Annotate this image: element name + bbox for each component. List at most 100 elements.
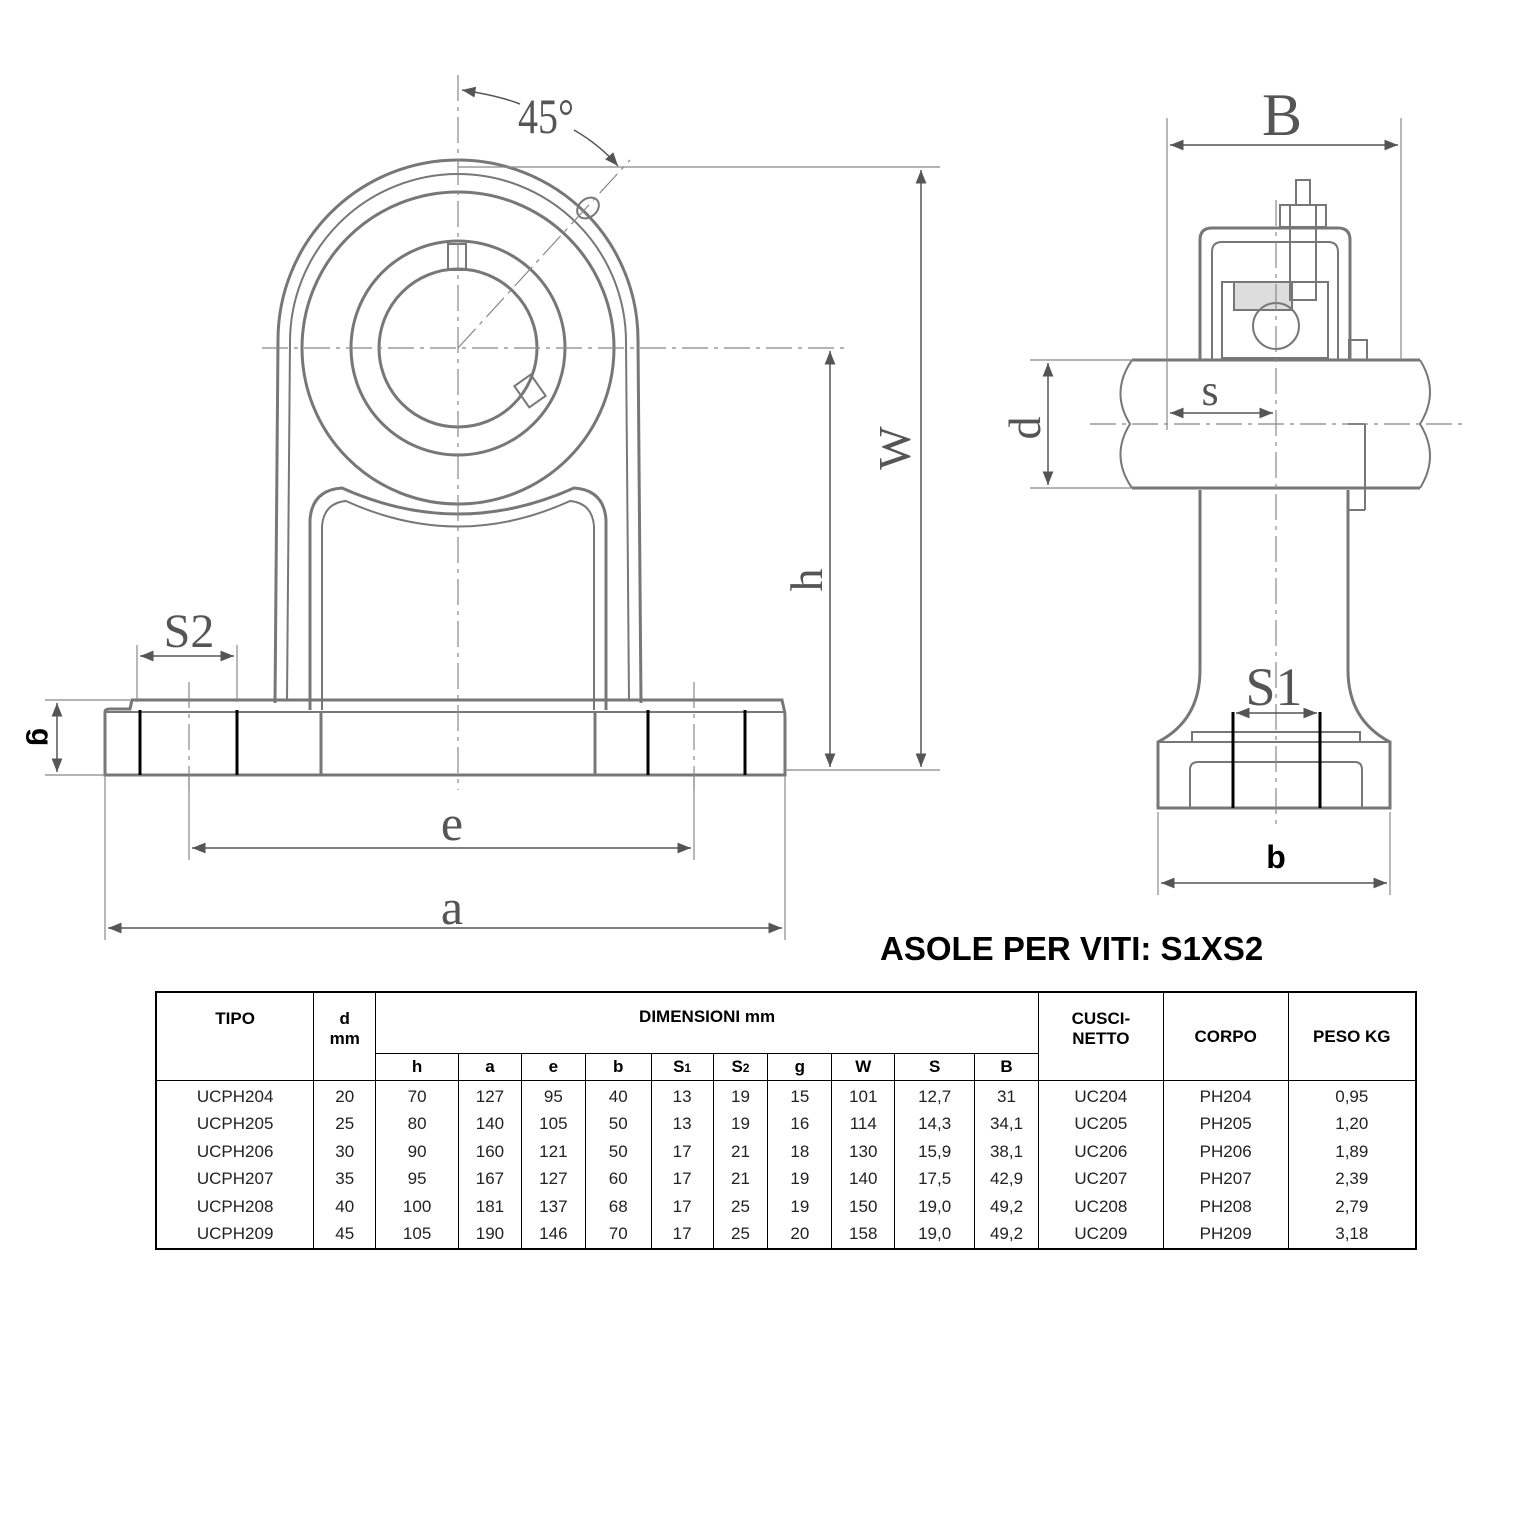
technical-drawing: 45° W h S2 g e a B d s S1 b (25, 75, 1465, 940)
label-d: d (999, 417, 1050, 440)
label-b-upper: B (1262, 82, 1302, 148)
table-cell: 2,79 (1287, 1193, 1417, 1221)
table-cell: 137 (520, 1193, 586, 1221)
label-w: W (869, 426, 920, 470)
table-cell: 16 (767, 1110, 833, 1138)
table-cell: 13 (650, 1080, 714, 1111)
table-cell: 38,1 (974, 1138, 1039, 1166)
table-cell: 18 (767, 1138, 833, 1166)
side-pedestal (1156, 490, 1392, 810)
table-cell: 19 (712, 1080, 769, 1111)
sub-header-w: W (831, 1053, 896, 1081)
header-tipo: TIPO (155, 991, 315, 1081)
label-s2: S2 (164, 605, 215, 658)
table-cell: 140 (831, 1165, 896, 1193)
table-cell: 3,18 (1287, 1220, 1417, 1249)
table-cell: 105 (375, 1220, 460, 1249)
table-cell: 42,9 (974, 1165, 1039, 1193)
table-cell: 121 (520, 1138, 586, 1166)
front-extension-lines (45, 166, 940, 940)
front-dimension-lines (51, 86, 927, 934)
header-peso: PESO KG (1287, 991, 1417, 1081)
table-cell: 20 (767, 1220, 833, 1249)
table-cell: 80 (375, 1110, 460, 1138)
header-d-label: d (339, 1009, 350, 1028)
table-cell: 68 (584, 1193, 652, 1221)
table-cell: 114 (831, 1110, 896, 1138)
base-flange (103, 698, 787, 777)
table-cell: 140 (458, 1110, 522, 1138)
table-cell: 14,3 (894, 1110, 976, 1138)
side-dimension-lines (1042, 139, 1398, 889)
table-cell: 0,95 (1287, 1080, 1417, 1111)
slot-note: ASOLE PER VITI: S1XS2 (880, 930, 1264, 967)
table-cell: 150 (831, 1193, 896, 1221)
table-cell: PH209 (1162, 1220, 1289, 1249)
table-cell: 100 (375, 1193, 460, 1221)
table-cell: 30 (313, 1138, 377, 1166)
table-cell: 17 (650, 1220, 714, 1249)
side-extension-lines (1030, 118, 1402, 895)
table-cell: 13 (650, 1110, 714, 1138)
table-cell: 49,2 (974, 1220, 1039, 1249)
table-cell: 19,0 (894, 1193, 976, 1221)
side-center-lines (1090, 200, 1465, 830)
table-cell: 19 (767, 1193, 833, 1221)
sub-header-s1-main: S (673, 1057, 685, 1076)
sub-header-s: S (894, 1053, 976, 1081)
sub-header-b-upper: B (974, 1053, 1039, 1081)
table-cell: 25 (712, 1193, 769, 1221)
header-dimensioni: DIMENSIONI mm (375, 991, 1039, 1054)
table-cell: 17 (650, 1193, 714, 1221)
header-cuscinetto: CUSCI- NETTO (1037, 991, 1164, 1081)
header-cuscinetto-2: NETTO (1072, 1029, 1130, 1048)
sub-header-s1: S1 (650, 1053, 714, 1081)
table-cell: 146 (520, 1220, 586, 1249)
table-cell: 21 (712, 1165, 769, 1193)
sub-header-s2: S2 (712, 1053, 769, 1081)
table-cell: 15 (767, 1080, 833, 1111)
table-cell: 15,9 (894, 1138, 976, 1166)
table-cell: PH208 (1162, 1193, 1289, 1221)
table-cell: 127 (520, 1165, 586, 1193)
front-slot-marks (138, 710, 747, 775)
table-cell: 21 (712, 1138, 769, 1166)
table-cell: UCPH206 (155, 1138, 315, 1166)
table-cell: UCPH208 (155, 1193, 315, 1221)
table-cell: 40 (584, 1080, 652, 1111)
table-cell: 2,39 (1287, 1165, 1417, 1193)
table-cell: 31 (974, 1080, 1039, 1111)
sub-header-b: b (584, 1053, 652, 1081)
table-cell: UC206 (1037, 1138, 1164, 1166)
table-cell: PH206 (1162, 1138, 1289, 1166)
table-cell: PH205 (1162, 1110, 1289, 1138)
table-cell: 60 (584, 1165, 652, 1193)
side-slot-marks (1231, 712, 1322, 808)
table-cell: 20 (313, 1080, 377, 1111)
table-cell: PH204 (1162, 1080, 1289, 1111)
table-cell: PH207 (1162, 1165, 1289, 1193)
sub-header-h: h (375, 1053, 460, 1081)
table-cell: 190 (458, 1220, 522, 1249)
table-cell: UC208 (1037, 1193, 1164, 1221)
table-cell: 40 (313, 1193, 377, 1221)
table-cell: 70 (584, 1220, 652, 1249)
table-cell: 19 (767, 1165, 833, 1193)
table-cell: 1,20 (1287, 1110, 1417, 1138)
table-cell: 35 (313, 1165, 377, 1193)
table-cell: 45 (313, 1220, 377, 1249)
sub-header-e: e (520, 1053, 586, 1081)
label-g: g (25, 728, 58, 746)
table-cell: UC207 (1037, 1165, 1164, 1193)
table-cell: 25 (313, 1110, 377, 1138)
label-s1: S1 (1245, 657, 1302, 717)
table-cell: UC209 (1037, 1220, 1164, 1249)
table-cell: 17 (650, 1165, 714, 1193)
front-view (103, 158, 787, 777)
sub-header-s2-index: 2 (742, 1061, 750, 1075)
